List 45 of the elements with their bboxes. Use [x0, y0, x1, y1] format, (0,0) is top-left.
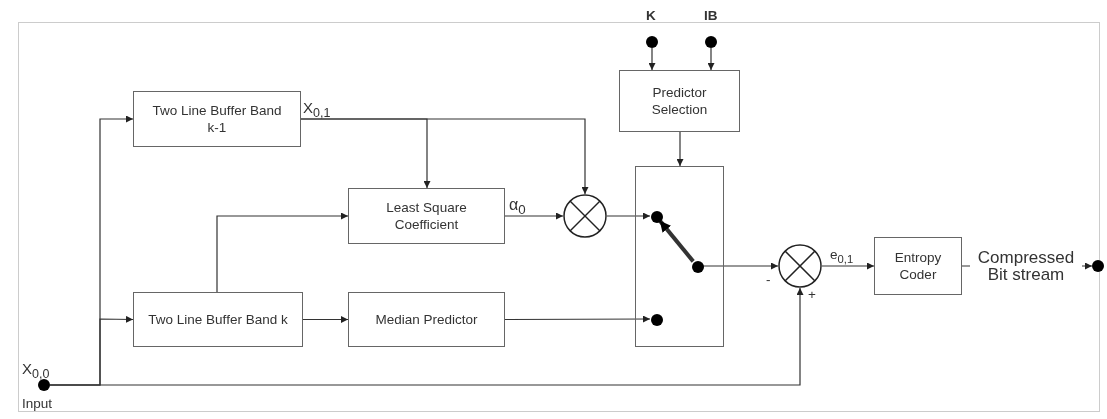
terminal-dot — [38, 379, 50, 391]
buffer-box — [133, 91, 301, 147]
arrow — [648, 47, 656, 71]
arrow — [702, 262, 779, 270]
coder-box — [874, 237, 962, 295]
arrow — [216, 212, 349, 293]
arrow — [821, 262, 875, 270]
box-label: Entropy Coder — [893, 249, 943, 283]
box-label: Two Line Buffer Band k — [147, 311, 289, 328]
selector-box — [619, 70, 740, 132]
multiplier-symbol — [563, 194, 607, 238]
terminal-label: IB — [704, 8, 718, 24]
arrow — [504, 315, 651, 323]
terminal-dot — [692, 261, 704, 273]
arrow — [707, 47, 715, 71]
box-label: Least Square Coefficient — [385, 199, 468, 233]
signal-label: X$_{0,0}$ — [22, 361, 50, 382]
signal-label: X$_{0,1}$ — [303, 100, 331, 121]
coefficient-box — [348, 188, 505, 244]
arrow — [504, 212, 564, 220]
terminal-dot — [705, 36, 717, 48]
buffer-box — [133, 292, 303, 347]
edge-label: e$_{0,1}$ — [830, 247, 854, 267]
switch-box — [635, 166, 724, 347]
box-label: Two Line Buffer Band k-1 — [151, 102, 283, 136]
sign-label: + — [808, 287, 816, 303]
box-label: Predictor Selection — [650, 84, 709, 118]
arrow — [676, 131, 684, 167]
terminal-dot — [651, 211, 663, 223]
multiplier-symbol — [778, 244, 822, 288]
predictor-box — [348, 292, 505, 347]
edge-label: α$_{0}$ — [509, 197, 526, 219]
box-label: Median Predictor — [374, 311, 479, 328]
arrow — [302, 316, 349, 323]
switch-arm — [658, 219, 695, 263]
terminal-dot — [651, 314, 663, 326]
arrow — [606, 212, 651, 220]
arrow — [49, 287, 804, 386]
terminal-dot — [1092, 260, 1104, 272]
sign-label: - — [766, 272, 771, 288]
edge-label: Compressed Bit stream — [970, 249, 1082, 283]
terminal-label: Input — [22, 396, 53, 412]
terminal-label: K — [646, 8, 656, 24]
terminal-dot — [646, 36, 658, 48]
arrow — [300, 118, 589, 195]
